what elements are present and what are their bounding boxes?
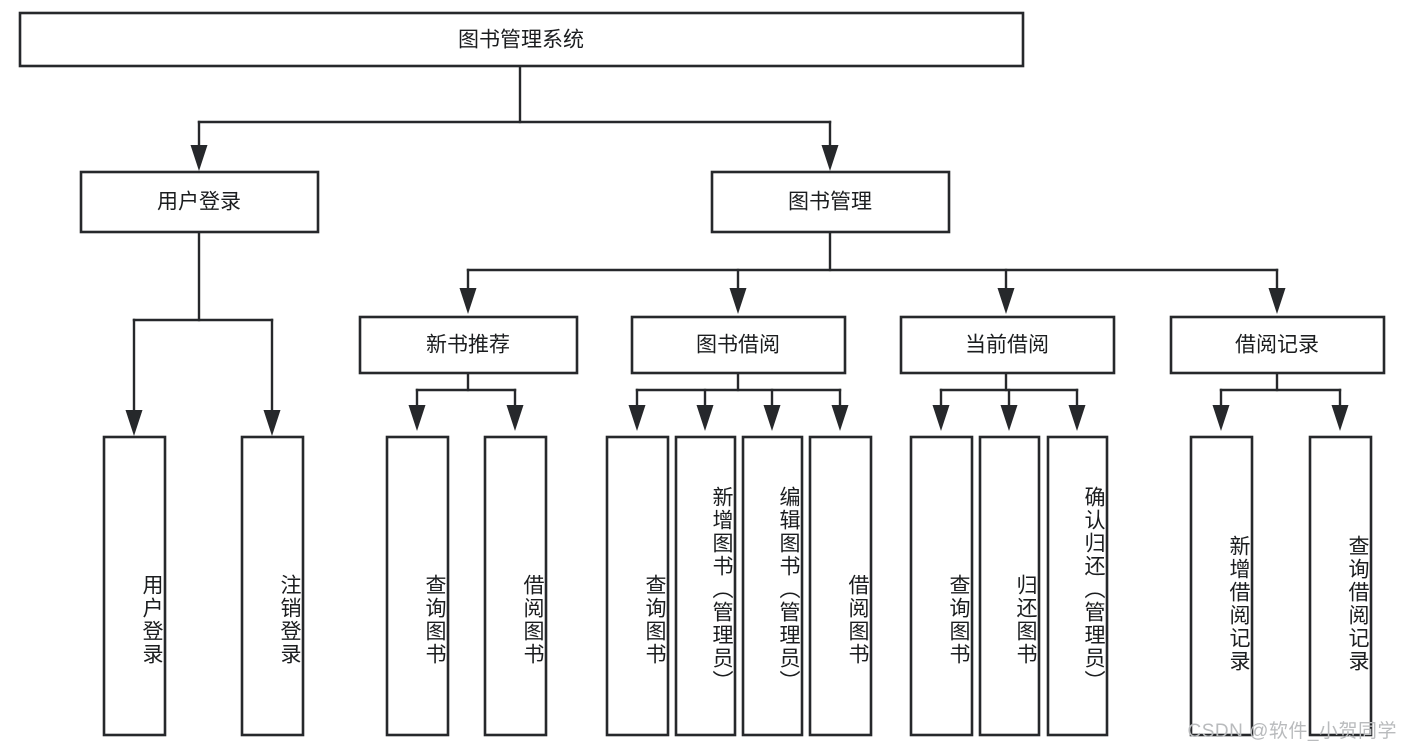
node-leaf-3-box[interactable] bbox=[385, 435, 450, 737]
node-user-login-box[interactable] bbox=[79, 170, 320, 234]
node-book-manage[interactable]: 图书管理 bbox=[710, 170, 951, 234]
node-user-login-label: 用户登录 bbox=[157, 191, 241, 214]
node-current-borrow-label: 当前借阅 bbox=[965, 334, 1049, 357]
node-leaf-4-box[interactable] bbox=[483, 435, 548, 737]
node-root[interactable]: 图书管理系统 bbox=[18, 11, 1025, 68]
node-current-borrow[interactable]: 当前借阅 bbox=[899, 315, 1116, 375]
node-book-borrow-box[interactable] bbox=[630, 315, 847, 375]
connector-group-borrow-record bbox=[1212, 371, 1349, 431]
node-borrow-record-label: 借阅记录 bbox=[1235, 334, 1319, 357]
node-book-manage-box[interactable] bbox=[710, 170, 951, 234]
node-borrow-record[interactable]: 借阅记录 bbox=[1169, 315, 1386, 375]
node-leaf-9-box[interactable] bbox=[909, 435, 974, 737]
connector-group-current-borrow bbox=[932, 371, 1086, 431]
node-new-book-rec-box[interactable] bbox=[358, 315, 579, 375]
node-leaf-7-box[interactable] bbox=[741, 435, 804, 737]
node-user-login[interactable]: 用户登录 bbox=[79, 170, 320, 234]
node-leaf-12-box[interactable] bbox=[1189, 435, 1254, 737]
node-leaf-6-box[interactable] bbox=[674, 435, 737, 737]
node-leaf-1-box[interactable] bbox=[102, 435, 167, 737]
connector-group-user-login bbox=[125, 230, 281, 436]
node-book-manage-label: 图书管理 bbox=[788, 191, 872, 214]
connector-group-new-book-rec bbox=[408, 371, 524, 431]
node-book-borrow[interactable]: 图书借阅 bbox=[630, 315, 847, 375]
node-leaf-11-box[interactable] bbox=[1046, 435, 1109, 737]
csdn-watermark: CSDN @软件_小贺同学 bbox=[1187, 721, 1397, 742]
node-leaf-13-box[interactable] bbox=[1308, 435, 1373, 737]
connector-group-root bbox=[190, 64, 839, 171]
node-leaf-10-box[interactable] bbox=[978, 435, 1041, 737]
connector-group-book-manage bbox=[459, 230, 1286, 314]
node-new-book-rec-label: 新书推荐 bbox=[426, 334, 510, 357]
node-leaf-5-box[interactable] bbox=[605, 435, 670, 737]
node-root-box[interactable] bbox=[18, 11, 1025, 68]
node-leaf-8-box[interactable] bbox=[808, 435, 873, 737]
node-root-label: 图书管理系统 bbox=[458, 29, 584, 52]
connector-group-book-borrow bbox=[628, 371, 849, 431]
node-leaf-2-box[interactable] bbox=[240, 435, 305, 737]
node-current-borrow-box[interactable] bbox=[899, 315, 1116, 375]
node-new-book-rec[interactable]: 新书推荐 bbox=[358, 315, 579, 375]
node-book-borrow-label: 图书借阅 bbox=[696, 334, 780, 357]
node-borrow-record-box[interactable] bbox=[1169, 315, 1386, 375]
